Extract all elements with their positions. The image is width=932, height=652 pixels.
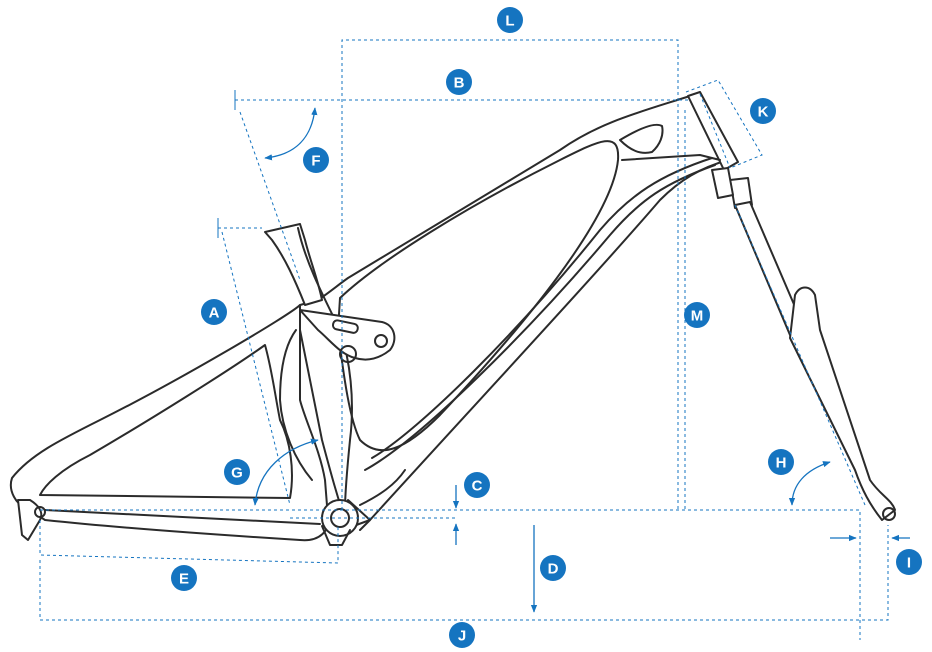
badge-i: I <box>896 549 922 575</box>
badge-m: M <box>684 302 710 328</box>
badge-j: J <box>449 622 475 648</box>
badge-a: A <box>201 299 227 325</box>
badge-g: G <box>224 459 250 485</box>
badge-a-label: A <box>209 305 220 322</box>
badge-k: K <box>750 98 776 124</box>
down-tube-line-2 <box>364 164 716 471</box>
front-triangle-outer <box>299 93 729 529</box>
head-tube <box>687 91 739 171</box>
badge-e-label: E <box>179 571 189 588</box>
front-axle <box>882 507 896 521</box>
bb-lug <box>321 525 351 546</box>
head-gusset <box>621 154 721 161</box>
badge-f-label: F <box>311 153 320 170</box>
bb-lug-2 <box>347 499 371 531</box>
badge-c: C <box>464 472 490 498</box>
seat-tube-front <box>297 227 353 511</box>
badge-i-label: I <box>907 555 911 572</box>
rocker-pivot-front <box>339 345 357 363</box>
seat-tube <box>264 223 323 306</box>
rocker-pivot-rear <box>374 334 388 348</box>
badge-h-label: H <box>776 455 787 472</box>
bike-frame <box>10 91 896 546</box>
badge-k-label: K <box>758 104 769 121</box>
badge-m-label: M <box>691 308 704 325</box>
badge-b-label: B <box>454 75 465 92</box>
fork-lower <box>789 286 896 521</box>
dimension-lines <box>39 39 889 640</box>
badge-j-label: J <box>458 628 466 645</box>
dimension-arrows <box>252 107 910 613</box>
head-tube-window <box>619 123 664 154</box>
rocker-slot <box>331 319 359 334</box>
rocker-link <box>299 309 396 361</box>
badge-l: L <box>497 7 523 33</box>
badge-g-label: G <box>231 465 243 482</box>
front-triangle-inner <box>337 140 620 452</box>
arrow-g <box>252 438 319 506</box>
dim-f-line <box>239 111 301 281</box>
bottom-bracket-inner <box>330 508 350 528</box>
dim-j-line <box>39 525 889 621</box>
badge-f: F <box>303 147 329 173</box>
rear-dropout <box>17 499 43 541</box>
badge-b: B <box>446 69 472 95</box>
down-tube-line <box>371 157 713 459</box>
rear-axle <box>34 506 46 518</box>
dim-head-axis <box>699 93 731 169</box>
chainstay-line <box>44 509 321 525</box>
dim-h-line <box>734 204 866 506</box>
dim-l-box <box>341 39 679 512</box>
rear-triangle-inner <box>39 344 293 499</box>
badge-d-label: D <box>548 561 559 578</box>
badge-c-label: C <box>472 478 483 495</box>
bb-front <box>359 469 406 506</box>
arrow-h <box>788 461 831 506</box>
steerer <box>711 167 734 199</box>
badge-h: H <box>768 449 794 475</box>
badge-l-label: L <box>505 13 514 30</box>
dim-k-box <box>685 79 763 169</box>
arrow-f <box>264 107 318 161</box>
badge-d: D <box>540 555 566 581</box>
badge-e: E <box>171 565 197 591</box>
